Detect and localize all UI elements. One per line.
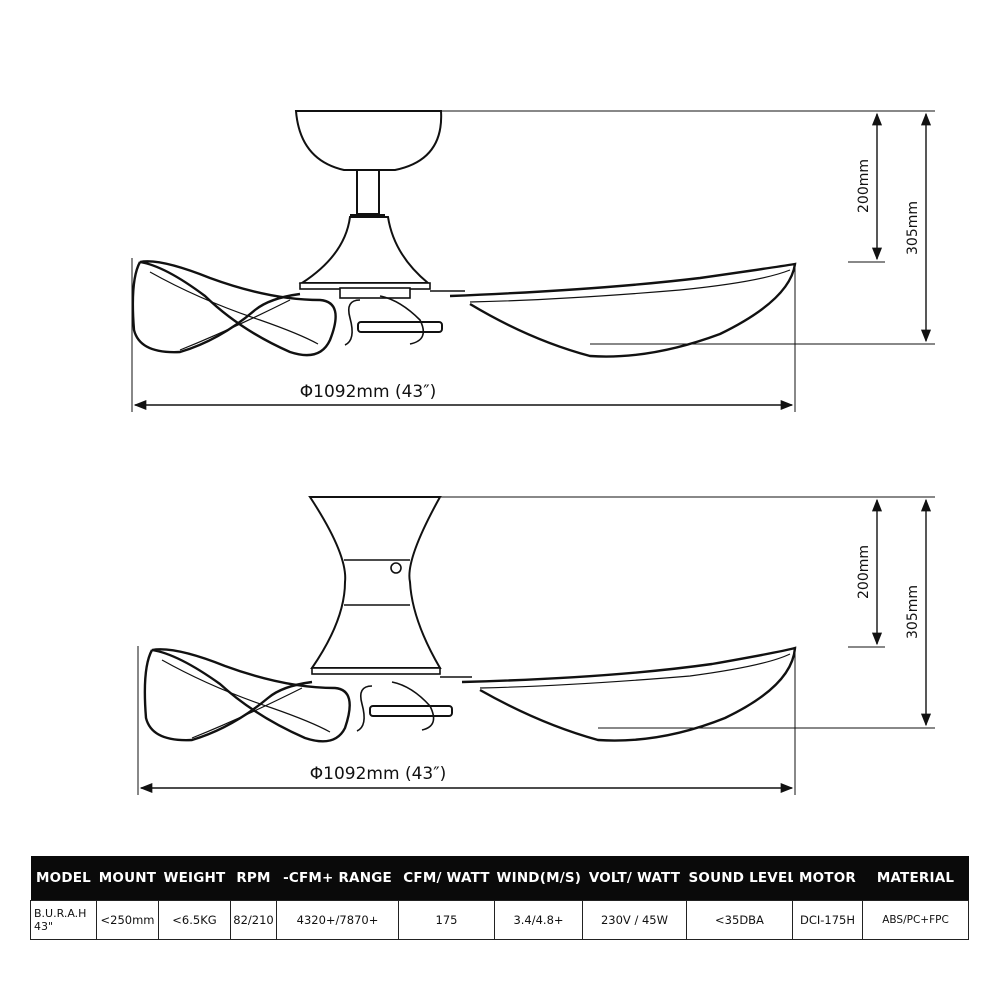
- header-model: MODEL: [30, 856, 97, 901]
- model-size: 43": [34, 920, 54, 933]
- downrod: [356, 169, 380, 215]
- header-motor: MOTOR: [792, 856, 863, 901]
- header-volt-watt: VOLT/ WATT: [582, 856, 687, 901]
- spec-table: MODEL MOUNT WEIGHT RPM -CFM+ RANGE CFM/ …: [30, 856, 969, 940]
- cell-sound-level: <35DBA: [686, 900, 793, 940]
- ceiling-canopy: [294, 110, 443, 171]
- flush-mount-body: [308, 496, 442, 669]
- height-label-inner-bottom: 200mm: [856, 545, 872, 599]
- fan-drawing-flushmount: [137, 496, 935, 795]
- cell-rpm: 82/210: [230, 900, 277, 940]
- spec-table-header-row: MODEL MOUNT WEIGHT RPM -CFM+ RANGE CFM/ …: [30, 856, 969, 901]
- fan-dimension-drawing: Φ1092mm (43″) 200mm 305mm Φ1092mm (43″) …: [131, 110, 935, 795]
- blade-right: [449, 262, 797, 358]
- cell-volt-watt: 230V / 45W: [582, 900, 687, 940]
- header-rpm: RPM: [230, 856, 277, 901]
- motor-housing: [298, 216, 431, 284]
- header-wind: WIND(M/S): [494, 856, 583, 901]
- fan-drawing-downrod: [131, 110, 935, 412]
- height-label-outer-bottom: 305mm: [905, 585, 921, 639]
- header-weight: WEIGHT: [158, 856, 231, 901]
- header-cfm-range: -CFM+ RANGE: [276, 856, 399, 901]
- height-label-outer-top: 305mm: [905, 201, 921, 255]
- header-sound-level: SOUND LEVEL: [686, 856, 793, 901]
- cell-motor: DCI-175H: [792, 900, 863, 940]
- diameter-label-bottom: Φ1092mm (43″): [310, 764, 446, 784]
- model-name: B.U.R.A.H: [34, 907, 87, 920]
- height-label-inner-top: 200mm: [856, 159, 872, 213]
- cell-mount: <250mm: [96, 900, 159, 940]
- cell-cfm-range: 4320+/7870+: [276, 900, 399, 940]
- diameter-label-top: Φ1092mm (43″): [300, 382, 436, 402]
- header-cfm-watt: CFM/ WATT: [398, 856, 495, 901]
- mount-screw: [390, 562, 402, 574]
- cell-material: ABS/PC+FPC: [862, 900, 969, 940]
- blade-left-lower: [151, 648, 351, 743]
- cell-weight: <6.5KG: [158, 900, 231, 940]
- cell-cfm-watt: 175: [398, 900, 495, 940]
- header-mount: MOUNT: [96, 856, 159, 901]
- header-material: MATERIAL: [862, 856, 969, 901]
- cell-wind: 3.4/4.8+: [494, 900, 583, 940]
- blade-right-lower: [461, 646, 797, 742]
- blade-left: [139, 260, 337, 357]
